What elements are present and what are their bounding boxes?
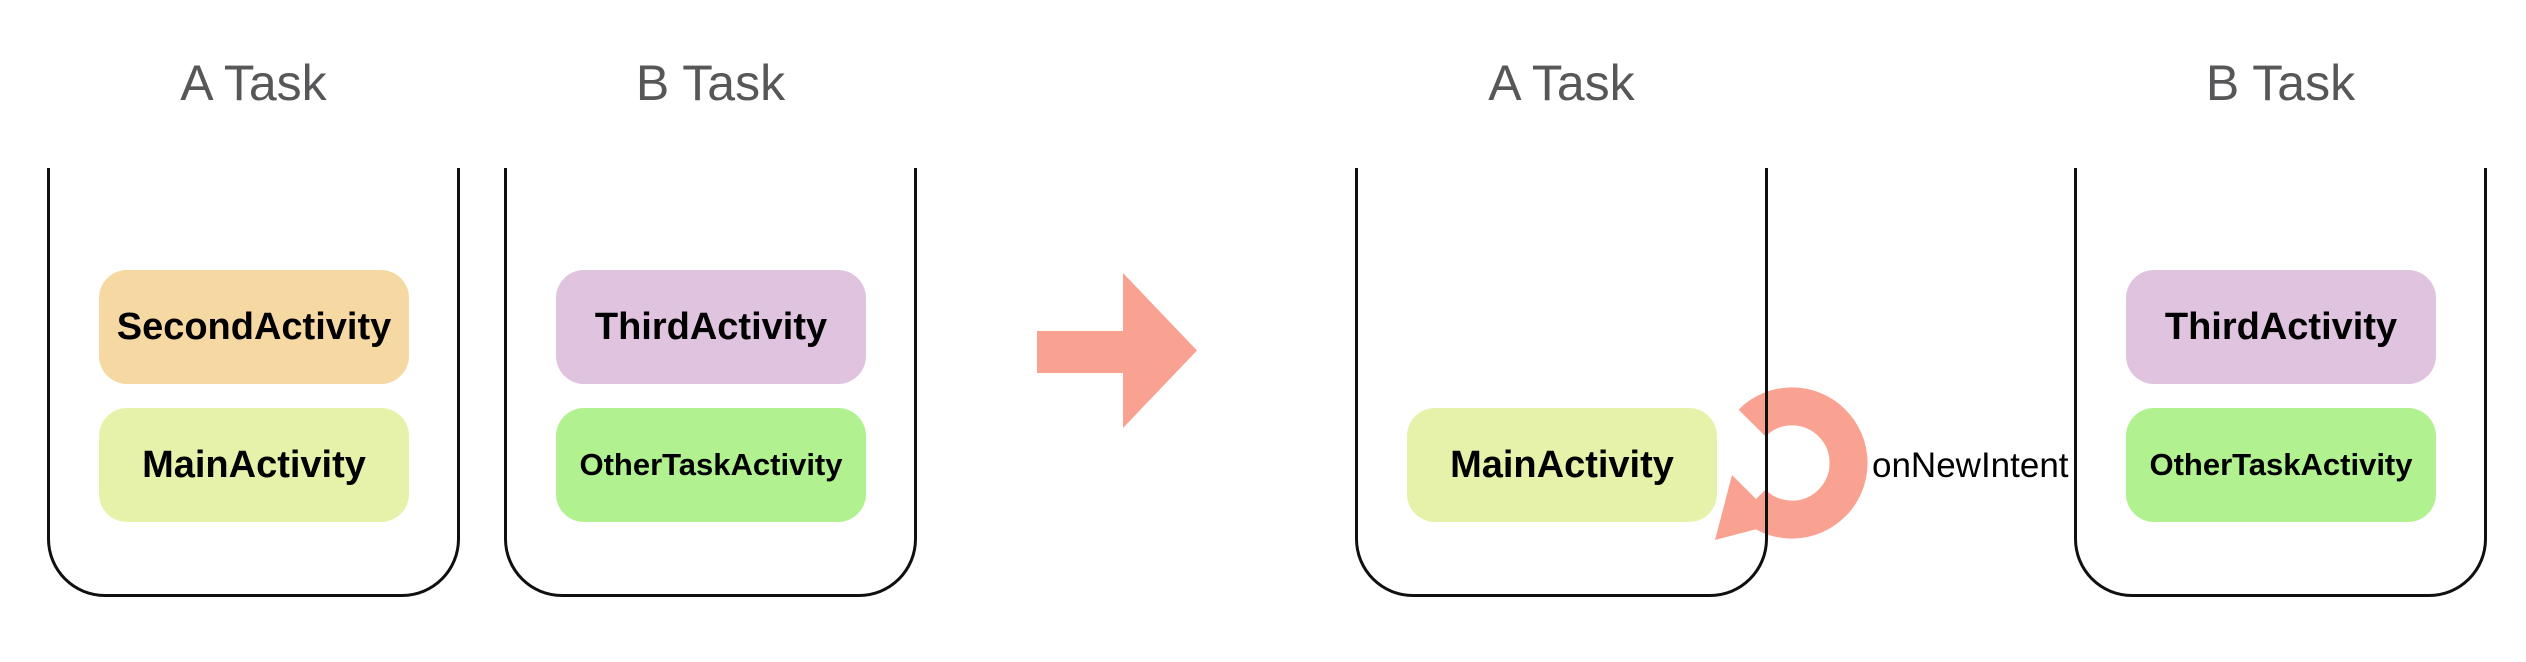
activity-othertask-before: OtherTaskActivity bbox=[556, 408, 866, 522]
after-task-a-stack bbox=[1355, 168, 1768, 597]
before-task-a-label: A Task bbox=[180, 55, 327, 111]
activity-main-after: MainActivity bbox=[1407, 408, 1717, 522]
activity-main-before: MainActivity bbox=[99, 408, 409, 522]
on-new-intent-label: onNewIntent bbox=[1872, 446, 2069, 485]
after-task-b-label: B Task bbox=[2205, 55, 2356, 111]
before-task-b-label: B Task bbox=[635, 55, 786, 111]
loop-refresh-arrow-icon bbox=[1715, 387, 1868, 540]
right-arrow-icon bbox=[1037, 273, 1197, 428]
activity-third-after: ThirdActivity bbox=[2126, 270, 2436, 384]
activity-second: SecondActivity bbox=[99, 270, 409, 384]
after-task-a-label: A Task bbox=[1488, 55, 1635, 111]
activity-othertask-after: OtherTaskActivity bbox=[2126, 408, 2436, 522]
activity-third-before: ThirdActivity bbox=[556, 270, 866, 384]
